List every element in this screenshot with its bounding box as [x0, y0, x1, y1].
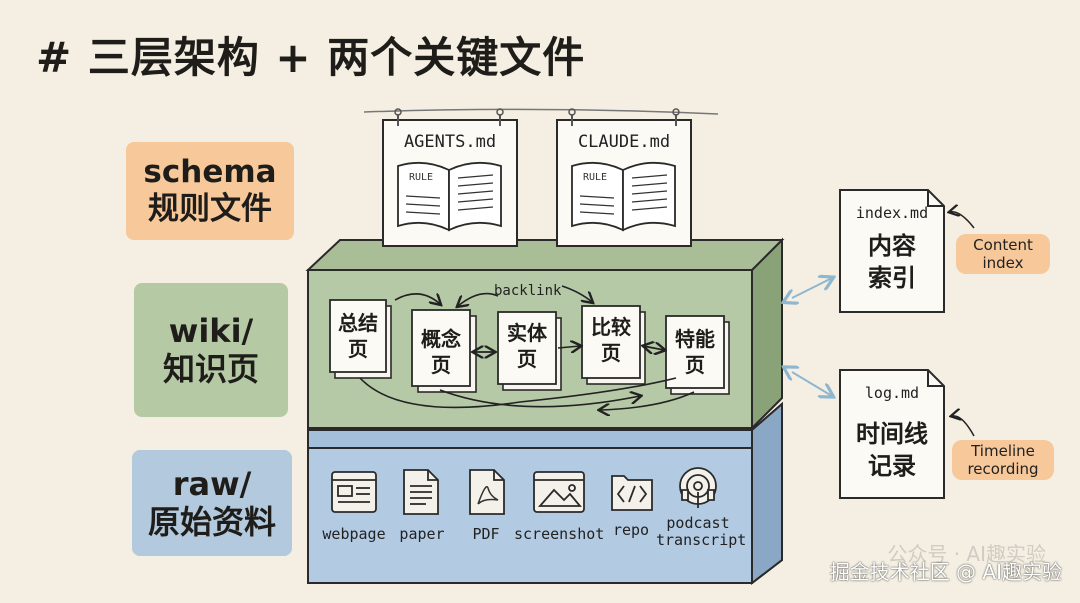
wiki-page-entity-line1: 实体	[507, 321, 547, 345]
agents-md-title: AGENTS.md	[403, 132, 497, 152]
wiki-label-line2: 知识页	[162, 350, 259, 388]
layer-label-raw: raw/ 原始资料	[132, 450, 292, 556]
claude-rule-label: RULE	[583, 172, 608, 183]
page-title: # 三层架构 + 两个关键文件	[36, 33, 586, 82]
wiki-page-concept-line2: 页	[431, 353, 451, 377]
backlink-arrows	[359, 285, 695, 410]
content-index-tag-line1: Content	[973, 236, 1033, 254]
wiki-label-line1: wiki/	[168, 311, 254, 350]
log-md-body: 时间线 记录	[842, 418, 942, 483]
watermark: 掘金技术社区 @ AI趣实验	[829, 560, 1062, 584]
wiki-page-compare: 比较 页	[583, 314, 639, 366]
raw-label-line1: raw/	[172, 464, 252, 503]
claude-md-card	[556, 108, 692, 247]
layer-label-schema: schema 规则文件	[126, 142, 294, 240]
log-md-card	[839, 369, 945, 499]
raw-label-pdf: PDF	[472, 525, 500, 543]
hanging-string	[363, 108, 719, 115]
wiki-page-summary-shape	[329, 299, 392, 379]
wiki-page-compare-line1: 比较	[591, 315, 631, 339]
wiki-page-concept-line1: 概念	[421, 327, 461, 351]
wiki-page-summary: 总结 页	[330, 310, 386, 362]
log-md-title: log.md	[864, 384, 920, 402]
timeline-recording-tag: Timeline recording	[952, 440, 1054, 480]
timeline-tag-line2: recording	[967, 460, 1039, 478]
layer-label-wiki: wiki/ 知识页	[134, 283, 288, 417]
raw-label-screenshot: screenshot	[514, 525, 605, 543]
index-md-line2: 索引	[868, 264, 916, 293]
connector-arrows	[792, 212, 975, 437]
raw-label-line2: 原始资料	[147, 503, 276, 541]
wiki-page-entity: 实体 页	[499, 320, 555, 372]
wiki-page-feature-line1: 特能	[675, 327, 715, 351]
index-md-body: 内容 索引	[842, 230, 942, 295]
index-md-card	[839, 189, 945, 313]
wiki-page-compare-shape	[581, 305, 646, 385]
agents-md-card	[382, 108, 518, 247]
schema-label-line1: schema	[143, 153, 277, 190]
timeline-tag-line1: Timeline	[971, 442, 1035, 460]
raw-label-paper: paper	[399, 525, 445, 543]
screenshot-icon	[533, 471, 585, 513]
wiki-page-feature-line2: 页	[685, 353, 705, 377]
watermark-faint: 公众号 · AI趣实验	[887, 542, 1046, 566]
code-icon	[611, 475, 653, 511]
index-md-line1: 内容	[868, 232, 916, 260]
raw-label-podcast-line2: transcript	[656, 531, 747, 550]
paper-icon	[403, 469, 439, 515]
log-md-line1: 时间线	[856, 420, 928, 448]
content-index-tag-line2: index	[982, 254, 1024, 272]
wiki-page-entity-line2: 页	[517, 347, 537, 371]
schema-label-line2: 规则文件	[148, 191, 272, 227]
wiki-page-feature-shape	[665, 315, 730, 395]
wiki-page-summary-line2: 页	[348, 337, 368, 361]
content-index-tag: Content index	[956, 234, 1050, 274]
webpage-icon	[331, 471, 377, 513]
raw-label-repo: repo	[612, 521, 650, 539]
wiki-page-entity-shape	[497, 311, 562, 391]
log-md-line2: 记录	[868, 452, 916, 481]
podcast-icon	[679, 467, 717, 508]
index-md-title: index.md	[855, 204, 929, 222]
agents-rule-label: RULE	[409, 172, 434, 183]
wiki-page-compare-line2: 页	[601, 341, 621, 365]
backlink-label: backlink	[494, 283, 562, 299]
raw-label-webpage: webpage	[322, 525, 386, 543]
pdf-icon	[469, 469, 505, 515]
wiki-page-concept: 概念 页	[413, 326, 469, 378]
claude-md-title: CLAUDE.md	[577, 132, 671, 152]
raw-icons	[331, 467, 717, 515]
wiki-page-concept-shape	[411, 309, 477, 393]
raw-label-podcast: podcast transcript	[656, 514, 746, 550]
raw-label-podcast-line1: podcast	[666, 514, 730, 532]
wiki-page-feature: 特能 页	[667, 326, 723, 378]
wiki-page-summary-line1: 总结	[338, 311, 378, 335]
